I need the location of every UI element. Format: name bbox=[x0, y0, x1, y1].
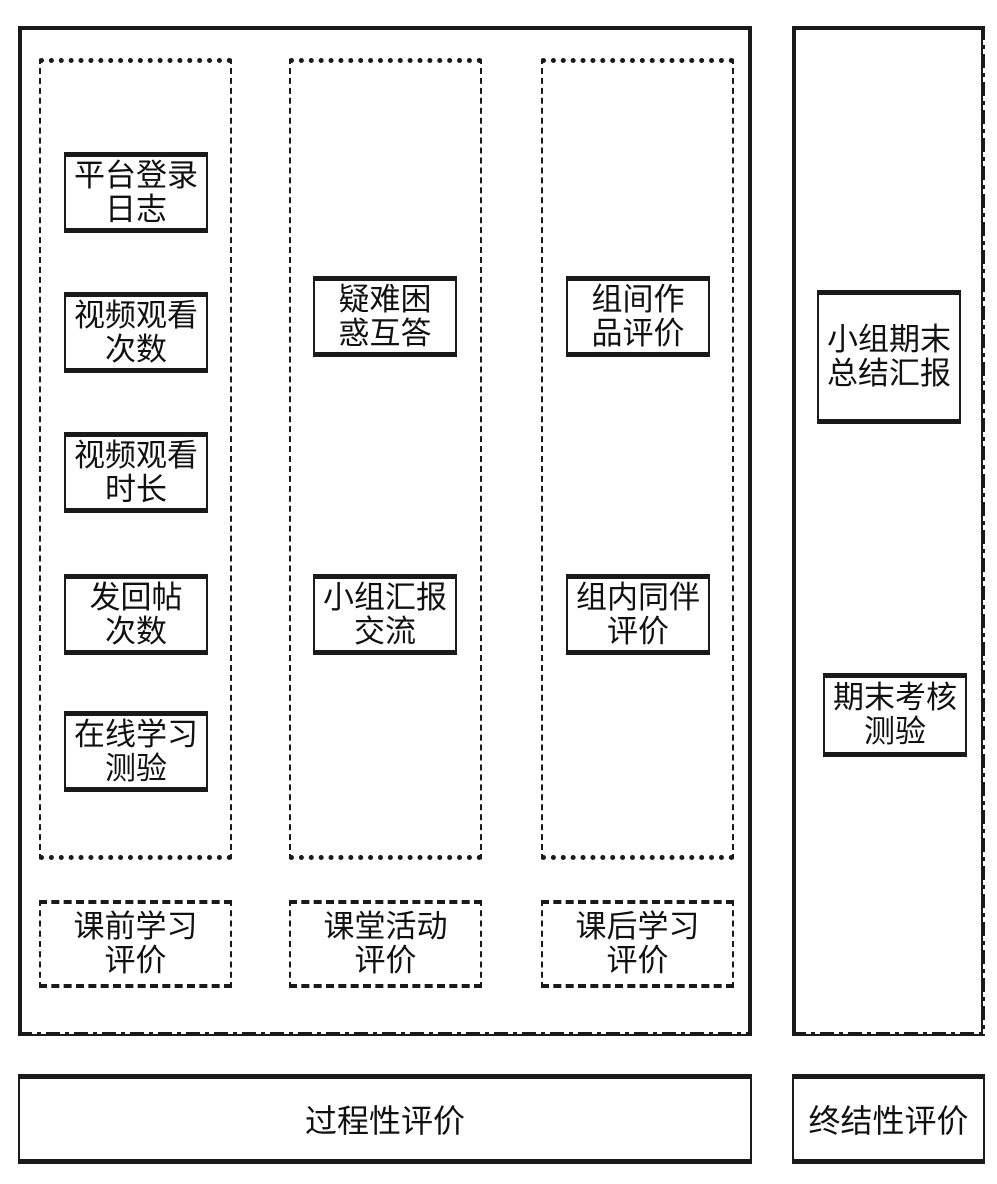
after-class-evaluation-label: 课后学习评价 bbox=[541, 900, 734, 988]
qa-box: 疑难困惑互答 bbox=[313, 276, 457, 357]
peer-review-box: 组内同伴评价 bbox=[566, 574, 710, 655]
process-evaluation-bar: 过程性评价 bbox=[18, 1074, 752, 1164]
login-log-box: 平台登录日志 bbox=[64, 152, 208, 233]
video-views-box: 视频观看次数 bbox=[64, 292, 208, 373]
summative-evaluation-title: 终结性评价 bbox=[808, 1102, 969, 1140]
final-exam-box: 期末考核测验 bbox=[823, 673, 967, 757]
pre-class-evaluation-label: 课前学习评价 bbox=[39, 900, 232, 988]
after-class-column-frame bbox=[541, 58, 734, 860]
online-quiz-box: 在线学习测验 bbox=[64, 711, 208, 792]
process-evaluation-title: 过程性评价 bbox=[304, 1102, 465, 1140]
post-reply-count-box: 发回帖次数 bbox=[64, 574, 208, 655]
in-class-evaluation-label: 课堂活动评价 bbox=[289, 900, 482, 988]
video-duration-box: 视频观看时长 bbox=[64, 432, 208, 513]
summative-evaluation-frame-sides bbox=[792, 26, 985, 1036]
summative-evaluation-bar: 终结性评价 bbox=[792, 1074, 985, 1164]
group-report-box: 小组汇报交流 bbox=[313, 574, 457, 655]
in-class-column-frame bbox=[289, 58, 482, 860]
final-group-report-box: 小组期末总结汇报 bbox=[817, 290, 961, 424]
pre-class-column-frame bbox=[39, 58, 232, 860]
inter-group-review-box: 组间作品评价 bbox=[566, 276, 710, 357]
